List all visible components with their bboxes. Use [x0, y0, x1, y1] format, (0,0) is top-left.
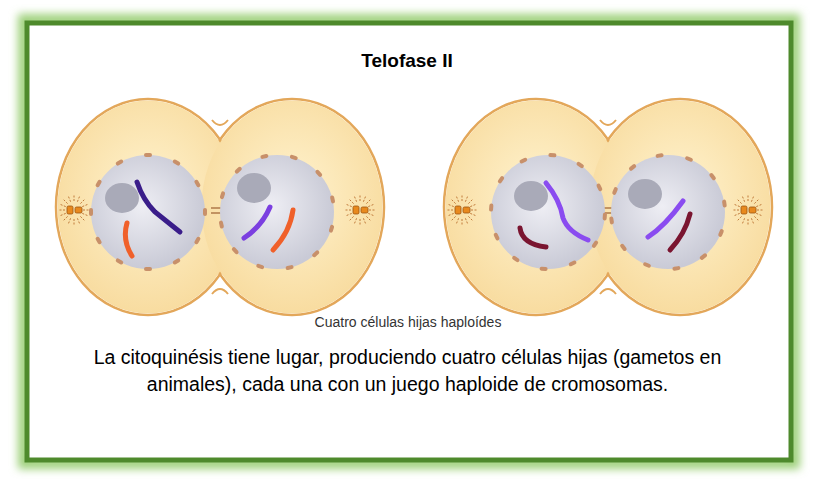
diagram-title: Telofase II: [257, 50, 557, 72]
frame-glow: [24, 20, 794, 463]
figure-label: Cuatro células hijas haploídes: [208, 314, 608, 330]
frame-border: [27, 23, 791, 460]
cells: [56, 99, 772, 315]
nuclear-envelope: [89, 153, 727, 271]
centrioles: [59, 195, 763, 225]
caption-text: La citoquinésis tiene lugar, produciendo…: [90, 344, 725, 398]
nuclei: [91, 155, 725, 269]
chromosomes: [125, 182, 690, 256]
